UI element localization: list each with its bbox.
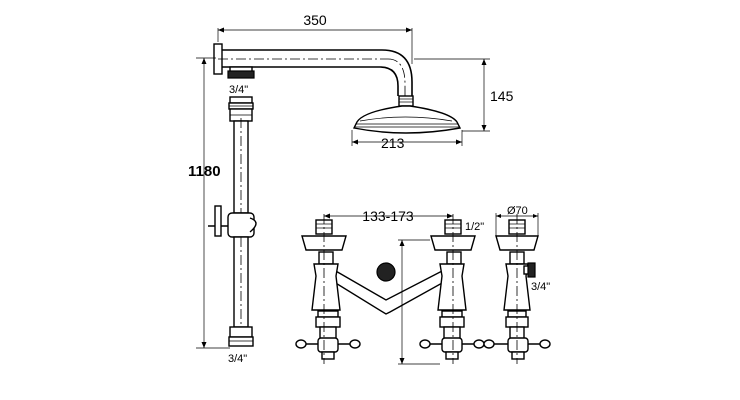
shower-arm-tube-top (222, 49, 413, 96)
cross-handle-right (419, 337, 485, 360)
spout-outlet (376, 262, 396, 282)
shower-head (352, 105, 462, 134)
dimension-rail-height: 1180 (188, 57, 230, 349)
cross-handle-left (295, 337, 361, 360)
bridge-mixer-front (295, 214, 485, 364)
head-neck (398, 95, 414, 107)
bridge-bar (333, 268, 445, 315)
spout-spacing-label: 133-173 (362, 208, 414, 224)
top-thread-label: 3/4" (229, 84, 248, 96)
handle-diameter-label: Ø70 (507, 205, 528, 217)
dimension-mixer-height (398, 239, 440, 365)
mixer-side-view: Ø70 3/4" (483, 205, 551, 364)
dimension-head-diameter: 213 (351, 130, 463, 151)
dimension-spout-spacing: 133-173 1/2" (324, 208, 484, 233)
rail-height-label: 1180 (188, 163, 221, 180)
arm-length-label: 350 (303, 12, 327, 28)
valve-body-left (311, 263, 341, 311)
slider-handle (214, 205, 222, 237)
slide-rail-assembly: 3/4" 3/4" (208, 84, 257, 365)
side-outlet-thread-label: 3/4" (531, 281, 550, 293)
head-height-label: 145 (490, 88, 514, 104)
shower-arm-assembly (213, 43, 462, 134)
dimension-head-height: 145 (414, 58, 514, 132)
inlet-thread-label: 1/2" (465, 221, 484, 233)
valve-body-right (437, 263, 467, 311)
head-diameter-label: 213 (381, 135, 405, 151)
dimension-arm-length: 350 (217, 12, 413, 64)
shower-arm-tube-bottom (222, 66, 399, 96)
bottom-thread-label: 3/4" (228, 353, 247, 365)
